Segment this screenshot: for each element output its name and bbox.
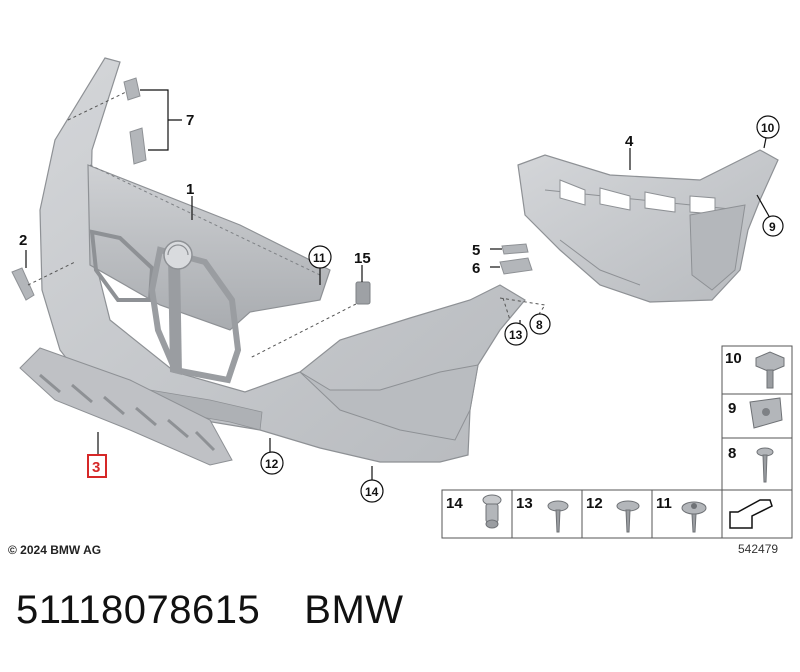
callout-6: 6 [472, 260, 480, 277]
callout-15: 15 [354, 250, 371, 267]
callout-12: 12 [265, 457, 279, 471]
washer-screw-icon [681, 501, 707, 533]
lower-grille-part-3 [19, 347, 233, 466]
legend-num-10: 10 [725, 350, 742, 367]
legend-num-8: 8 [728, 445, 736, 462]
brand-name: BMW [304, 588, 404, 632]
clips-part-5-6 [499, 243, 546, 321]
callout-10: 10 [761, 121, 775, 135]
leader-lines [25, 137, 771, 482]
clip-part-15 [249, 281, 371, 359]
legend-num-11: 11 [656, 495, 672, 512]
legend-bottom-row: 14 13 12 11 [441, 489, 793, 539]
callout-7: 7 [186, 112, 194, 129]
brackets-part-7 [67, 77, 182, 165]
drawing-id: 542479 [738, 542, 778, 556]
callout-2: 2 [19, 232, 27, 249]
callout-3: 3 [92, 459, 100, 476]
callout-11: 11 [313, 251, 326, 265]
flange-screw-icon [547, 500, 569, 533]
callout-13-circle [504, 322, 528, 346]
callout-8-circle [529, 313, 551, 335]
bracket-part-2 [11, 261, 76, 301]
screw-icon [756, 447, 774, 483]
clip-nut-icon [749, 397, 783, 429]
callout-14-circle [360, 479, 384, 503]
callout-12-circle [260, 451, 284, 475]
bumper-carrier-part-4 [517, 149, 779, 303]
callout-5: 5 [472, 242, 480, 259]
grille-frame-part-1 [87, 164, 331, 384]
highlight-box [87, 454, 107, 478]
legend-num-12: 12 [586, 495, 603, 512]
legend-num-14: 14 [446, 495, 463, 512]
callout-1: 1 [186, 181, 194, 198]
push-rivet-icon [482, 494, 502, 529]
part-number: 51118078615 [16, 588, 261, 632]
callout-8: 8 [536, 318, 543, 332]
callout-13: 13 [509, 328, 523, 342]
part-number-line: 51118078615 BMW [16, 588, 404, 633]
callout-4: 4 [625, 133, 634, 150]
arrow-icon [729, 499, 773, 529]
legend-side-column: 10 9 8 [721, 345, 793, 491]
collar-screw-icon [616, 500, 640, 533]
legend-num-13: 13 [516, 495, 533, 512]
copyright: © 2024 BMW AG [8, 543, 101, 557]
callout-11-circle [308, 245, 332, 269]
callout-10-circle [756, 115, 780, 139]
callout-9: 9 [769, 220, 776, 234]
hex-bolt-icon [755, 351, 785, 389]
callout-9-circle [762, 215, 784, 237]
callout-14: 14 [365, 485, 379, 499]
legend-num-9: 9 [728, 400, 736, 417]
